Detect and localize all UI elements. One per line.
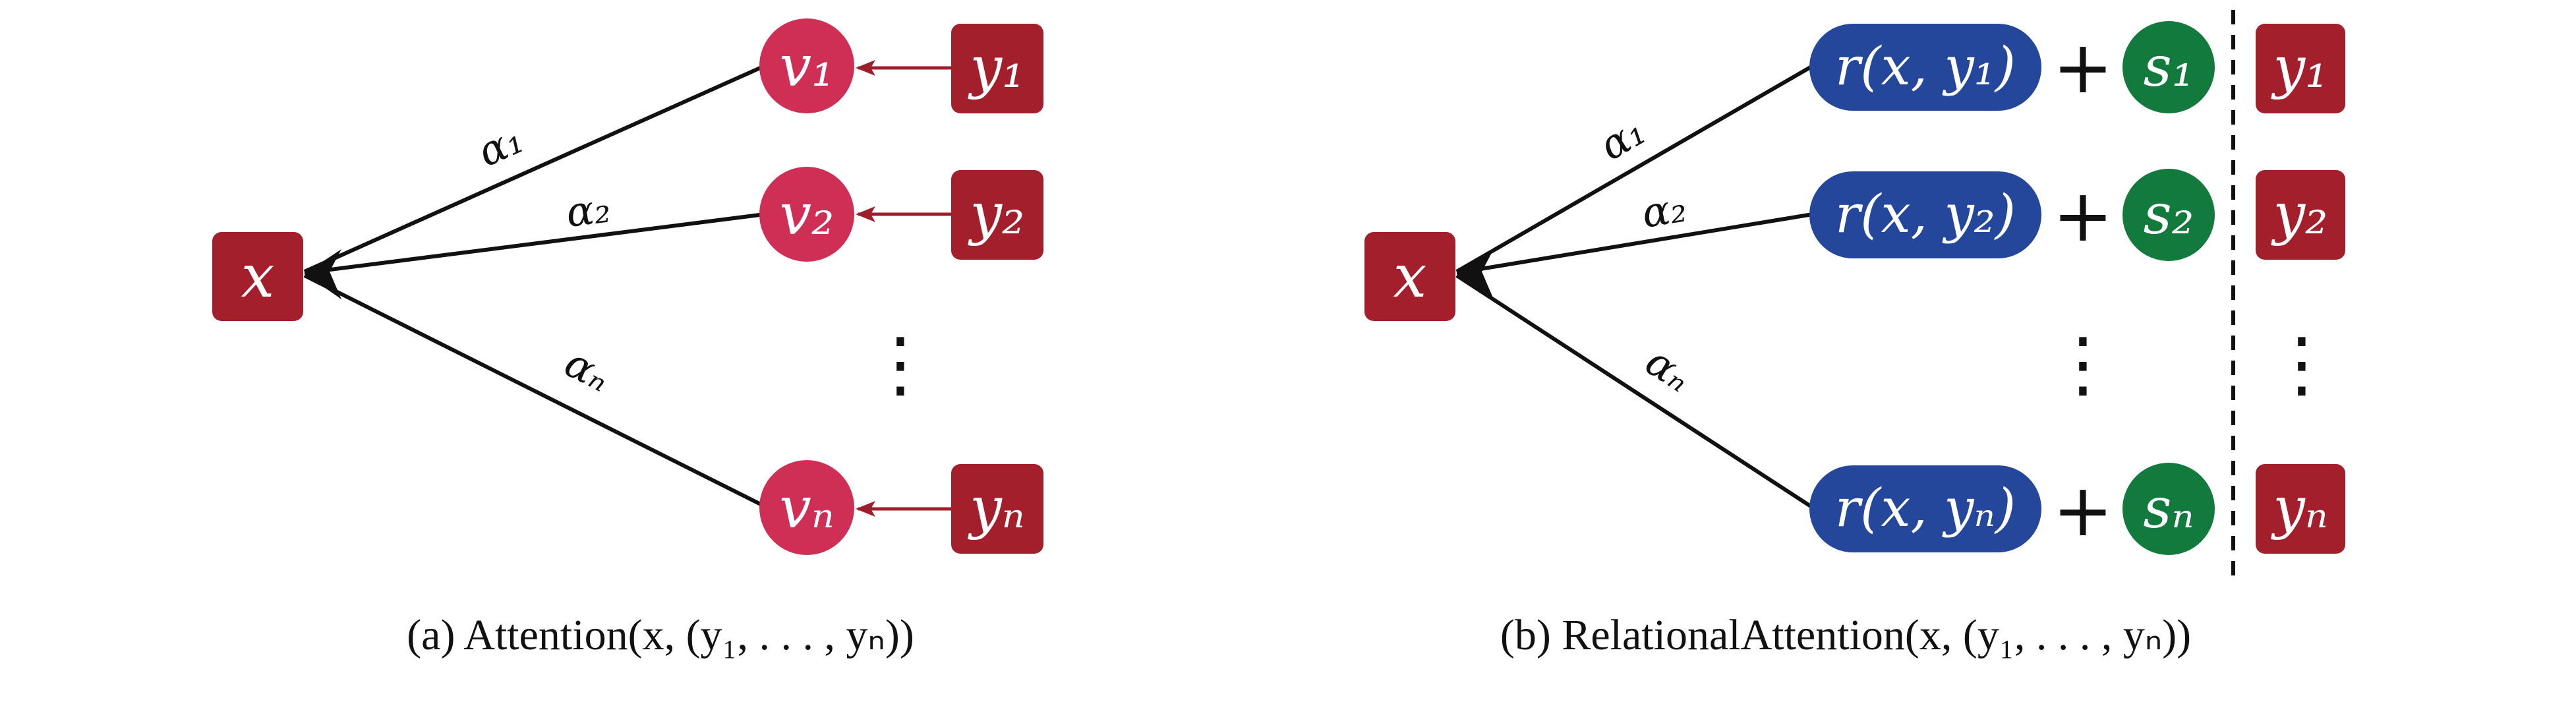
weight-label-b-n: αₙ — [1637, 337, 1701, 401]
panel-b: x r(x, y₁) r(x, y₂) r(x, yₙ) + + + s₁ s₂… — [1364, 10, 2345, 659]
symbol-circle-2 — [2122, 169, 2215, 261]
input-label-b-2: y₂ — [2270, 181, 2327, 247]
ellipsis-b-inputs: ⋮ — [2266, 322, 2338, 406]
input-box-n — [951, 464, 1043, 554]
symbol-label-n: sₙ — [2143, 476, 2194, 541]
input-label-b-1: y₁ — [2270, 35, 2327, 101]
x-node — [212, 232, 303, 321]
input-label-n: yₙ — [967, 475, 1024, 541]
symbol-label-2: s₂ — [2144, 182, 2194, 247]
x-node-b — [1364, 232, 1455, 321]
value-circle-2 — [759, 167, 854, 262]
relation-label-n: r(x, yₙ) — [1835, 477, 2016, 539]
relation-pill-2 — [1809, 171, 2041, 258]
plus-sign-n: + — [2053, 468, 2113, 552]
plus-sign-2: + — [2053, 173, 2113, 258]
input-label-b-n: yₙ — [2270, 475, 2327, 541]
value-label-1: v₁ — [779, 34, 834, 100]
input-label-1: y₁ — [967, 35, 1024, 101]
x-node-b-label: x — [1393, 242, 1427, 311]
relation-pill-n — [1809, 465, 2041, 552]
relation-label-2: r(x, y₂) — [1835, 183, 2016, 245]
value-label-2: v₂ — [779, 182, 834, 248]
weight-label-1: α₁ — [471, 114, 531, 176]
symbol-label-1: s₁ — [2144, 34, 2194, 99]
edge-rn-to-x — [1455, 274, 1814, 510]
edge-r2-to-x — [1456, 212, 1813, 275]
input-box-b-2 — [2256, 170, 2345, 260]
edge-v2-to-x — [304, 212, 765, 275]
weight-label-b-2: α₂ — [1639, 183, 1689, 237]
ellipsis-b-relations: ⋮ — [2047, 322, 2119, 406]
x-node-label: x — [241, 242, 275, 311]
value-circle-1 — [759, 18, 854, 113]
plus-sign-1: + — [2053, 25, 2113, 109]
weight-label-2: α₂ — [564, 183, 613, 237]
panel-a: x v₁ v₂ vₙ y₁ y₂ yₙ ⋮ α₁ α₂ αₙ (a) Atten… — [212, 18, 1043, 659]
input-box-1 — [951, 24, 1043, 113]
ellipsis-a: ⋮ — [864, 322, 937, 406]
input-box-b-n — [2256, 464, 2345, 554]
relation-label-1: r(x, y₁) — [1835, 36, 2016, 97]
relation-pill-1 — [1809, 24, 2041, 111]
caption-a: (a) Attention(x, (y₁, . . . , yₙ)) — [407, 611, 914, 659]
edge-r1-to-x — [1455, 64, 1814, 274]
input-box-b-1 — [2256, 24, 2345, 113]
symbol-circle-n — [2122, 463, 2215, 555]
input-box-2 — [951, 170, 1043, 260]
value-circle-n — [759, 460, 854, 555]
symbol-circle-1 — [2122, 21, 2215, 113]
weight-label-n: αₙ — [557, 338, 618, 401]
edge-vn-to-x — [303, 274, 766, 508]
value-label-n: vₙ — [779, 475, 834, 541]
arrowhead-a — [305, 249, 341, 299]
weight-label-b-1: α₁ — [1591, 106, 1653, 170]
edge-v1-to-x — [303, 64, 766, 274]
input-label-2: y₂ — [967, 181, 1024, 247]
caption-b: (b) RelationalAttention(x, (y₁, . . . , … — [1500, 611, 2191, 659]
arrowhead-b — [1457, 249, 1494, 299]
